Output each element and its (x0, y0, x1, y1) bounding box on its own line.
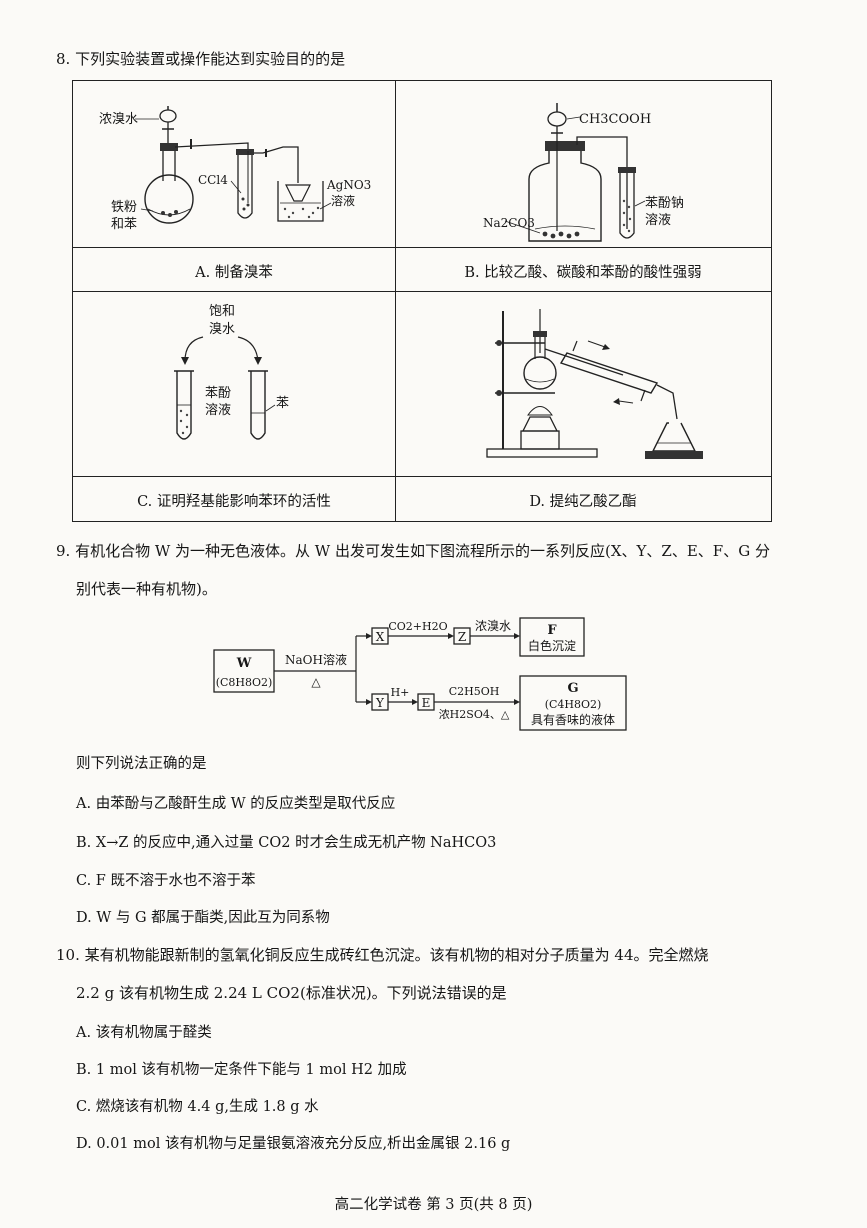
label-phenol-solution: 溶液 (205, 403, 231, 418)
option-c-caption: C. 证明羟基能影响苯环的活性 (137, 494, 331, 510)
label-bromine-water-c: 溴水 (209, 322, 235, 337)
option-a-caption: A. 制备溴苯 (195, 265, 273, 281)
reagent-sulfuric-acid: 浓H2SO4、△ (439, 708, 510, 721)
label-bromine-water: 浓溴水 (99, 112, 138, 127)
q9-reaction-flowchart: W (C8H8O2) NaOH溶液 △ X CO2+H2O Z 浓溴水 F 白色… (213, 617, 627, 731)
reagent-co2-water: CO2+H2O (388, 620, 447, 633)
label-sodium-phenolate: 苯酚钠 (645, 196, 684, 211)
node-g-formula: (C4H8O2) (545, 698, 602, 711)
node-f-desc: 白色沉淀 (528, 638, 576, 653)
label-phenol: 苯酚 (205, 386, 231, 401)
apparatus-b-diagram: CH3COOH Na2CO3 苯酚钠 溶液 (483, 103, 684, 242)
apparatus-d-diagram (486, 309, 703, 459)
q9-option-d: D. W 与 G 都属于酯类,因此互为同系物 (76, 910, 330, 926)
q10-stem-line2: 2.2 g 该有机物生成 2.24 L CO2(标准状况)。下列说法错误的是 (76, 984, 507, 1002)
reagent-ethanol: C2H5OH (449, 685, 500, 698)
q8-option-table: 浓溴水 CCl4 AgNO3 溶液 铁粉 和苯 CH3COOH Na2CO3 苯… (72, 80, 772, 522)
label-na2co3: Na2CO3 (483, 216, 535, 230)
reagent-bromine-water: 浓溴水 (475, 619, 511, 633)
option-b-caption: B. 比较乙酸、碳酸和苯酚的酸性强弱 (464, 265, 702, 281)
node-f: F (547, 623, 557, 638)
label-sodium-phenolate-solution: 溶液 (645, 213, 671, 228)
label-and-benzene: 和苯 (111, 217, 137, 232)
q10-option-a: A. 该有机物属于醛类 (76, 1025, 212, 1041)
label-benzene: 苯 (276, 396, 289, 411)
reagent-h-plus: H+ (391, 686, 410, 699)
condition-heat: △ (311, 675, 321, 689)
apparatus-c-diagram: 饱和 溴水 苯酚 溶液 苯 (174, 304, 289, 440)
label-saturated: 饱和 (209, 304, 235, 319)
q9-stem-line2: 别代表一种有机物)。 (76, 580, 217, 598)
q8-stem: 8. 下列实验装置或操作能达到实验目的的是 (56, 50, 346, 68)
label-agno3-solution: 溶液 (331, 193, 355, 208)
apparatus-a-diagram: 浓溴水 CCl4 AgNO3 溶液 铁粉 和苯 (99, 106, 371, 232)
label-iron-powder: 铁粉 (111, 200, 137, 215)
q9-option-a: A. 由苯酚与乙酸酐生成 W 的反应类型是取代反应 (76, 796, 396, 812)
q10-option-d: D. 0.01 mol 该有机物与足量银氨溶液充分反应,析出金属银 2.16 g (76, 1136, 511, 1152)
label-agno3: AgNO3 (326, 178, 371, 192)
q9-option-c: C. F 既不溶于水也不溶于苯 (76, 873, 256, 889)
node-g-desc: 具有香味的液体 (531, 712, 615, 727)
option-d-caption: D. 提纯乙酸乙酯 (529, 494, 637, 510)
node-x: X (376, 630, 385, 644)
node-e: E (422, 696, 431, 710)
q10-option-b: B. 1 mol 该有机物一定条件下能与 1 mol H2 加成 (76, 1062, 407, 1078)
node-g: G (567, 681, 578, 696)
page-footer: 高二化学试卷 第 3 页(共 8 页) (334, 1197, 533, 1213)
label-ch3cooh: CH3COOH (579, 112, 651, 127)
q10-option-c: C. 燃烧该有机物 4.4 g,生成 1.8 g 水 (76, 1099, 319, 1115)
q9-question: 则下列说法正确的是 (76, 756, 207, 772)
node-w-formula: (C8H8O2) (216, 676, 273, 689)
node-w: W (236, 656, 252, 671)
q10-stem-line1: 10. 某有机物能跟新制的氢氧化铜反应生成砖红色沉淀。该有机物的相对分子质量为 … (56, 946, 709, 964)
node-y: Y (375, 696, 385, 710)
node-z: Z (458, 630, 466, 644)
q9-stem-line1: 9. 有机化合物 W 为一种无色液体。从 W 出发可发生如下图流程所示的一系列反… (56, 542, 770, 560)
reagent-naoh: NaOH溶液 (285, 652, 347, 667)
q9-option-b: B. X→Z 的反应中,通入过量 CO2 时才会生成无机产物 NaHCO3 (76, 835, 497, 851)
label-ccl4: CCl4 (198, 173, 228, 187)
